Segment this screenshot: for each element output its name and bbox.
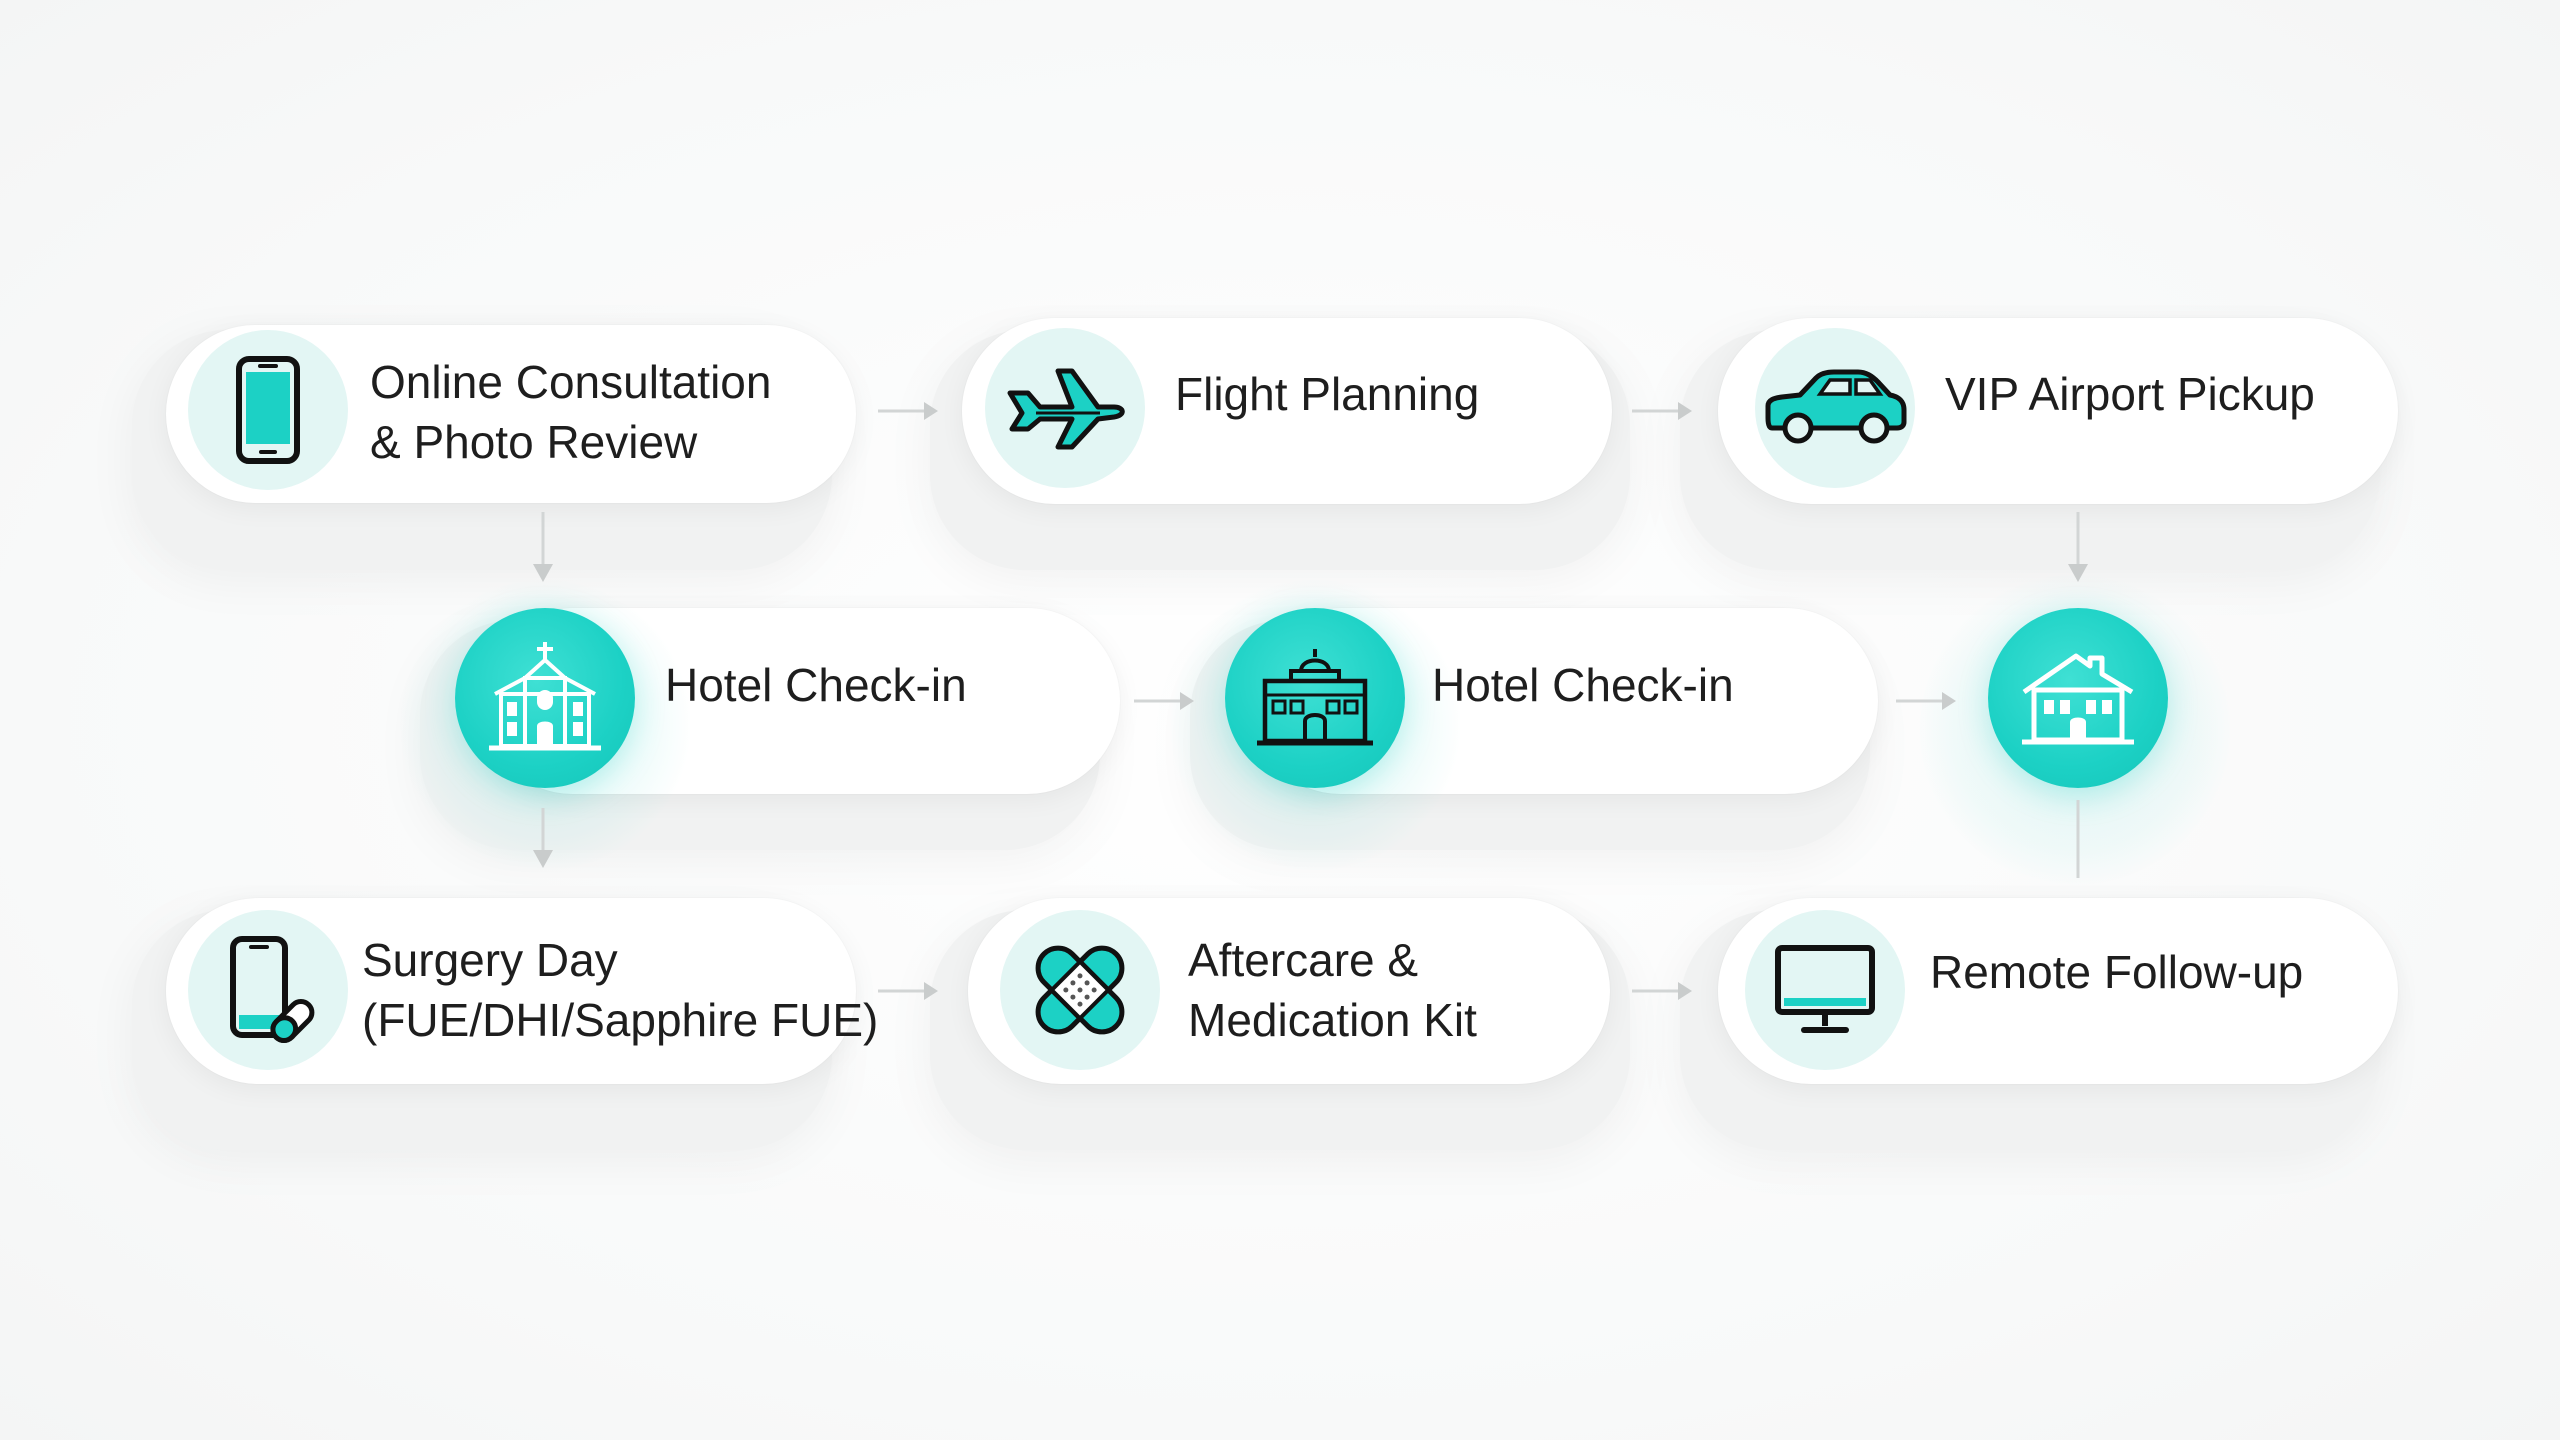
step-label-aftercare: Aftercare & Medication Kit xyxy=(1188,930,1477,1050)
step-label-line: Hotel Check-in xyxy=(1432,659,1734,711)
connector-arrow-right xyxy=(1632,982,1692,1000)
step-label-line: (FUE/DHI/Sapphire FUE) xyxy=(362,994,879,1046)
airplane-icon xyxy=(1007,368,1125,450)
step-icon-online-consultation xyxy=(188,330,348,490)
phone-pill-icon xyxy=(230,936,315,1043)
connector-arrow-down xyxy=(2068,512,2088,582)
step-label-line: Online Consultation xyxy=(370,356,772,408)
house-icon xyxy=(2022,653,2134,745)
connector-arrow-right xyxy=(1134,692,1194,710)
connector-arrow-right xyxy=(1896,692,1956,710)
step-icon-flight-planning xyxy=(985,328,1145,488)
step-label-line: VIP Airport Pickup xyxy=(1945,368,2315,420)
step-label-online-consultation: Online Consultation & Photo Review xyxy=(370,352,771,472)
bandage-icon xyxy=(1035,945,1125,1035)
step-label-line: & Photo Review xyxy=(370,416,698,468)
hotel-church-icon xyxy=(489,642,601,751)
connector-line xyxy=(2076,800,2080,878)
step-icon-vip-airport-pickup xyxy=(1755,328,1915,488)
car-icon xyxy=(1765,369,1907,444)
connector-arrow-down xyxy=(533,808,553,868)
step-label-line: Aftercare & xyxy=(1188,934,1419,986)
step-label-flight-planning: Flight Planning xyxy=(1175,364,1479,424)
step-icon-aftercare xyxy=(1000,910,1160,1070)
step-label-vip-airport-pickup: VIP Airport Pickup xyxy=(1945,364,2315,424)
connector-arrow-right xyxy=(878,402,938,420)
connector-arrow-right xyxy=(1632,402,1692,420)
step-label-surgery-day: Surgery Day (FUE/DHI/Sapphire FUE) xyxy=(362,930,878,1050)
smartphone-icon xyxy=(236,356,300,464)
hotel-building-icon xyxy=(1257,649,1373,746)
step-label-line: Hotel Check-in xyxy=(665,659,967,711)
step-label-line: Medication Kit xyxy=(1188,994,1477,1046)
step-label-line: Flight Planning xyxy=(1175,368,1480,420)
step-label-line: Remote Follow-up xyxy=(1930,946,2304,998)
monitor-icon xyxy=(1775,945,1875,1033)
step-label-remote-follow-up: Remote Follow-up xyxy=(1930,942,2303,1002)
step-label-line: Surgery Day xyxy=(362,934,618,986)
step-icon-hotel-check-in-1 xyxy=(455,608,635,788)
step-icon-remote-follow-up xyxy=(1745,910,1905,1070)
step-icon-clinic xyxy=(1988,608,2168,788)
connector-arrow-down xyxy=(533,512,553,582)
step-label-hotel-check-in-2: Hotel Check-in xyxy=(1432,655,1734,715)
connector-arrow-right xyxy=(878,982,938,1000)
step-icon-hotel-check-in-2 xyxy=(1225,608,1405,788)
step-icon-surgery-day xyxy=(188,910,348,1070)
step-label-hotel-check-in-1: Hotel Check-in xyxy=(665,655,967,715)
